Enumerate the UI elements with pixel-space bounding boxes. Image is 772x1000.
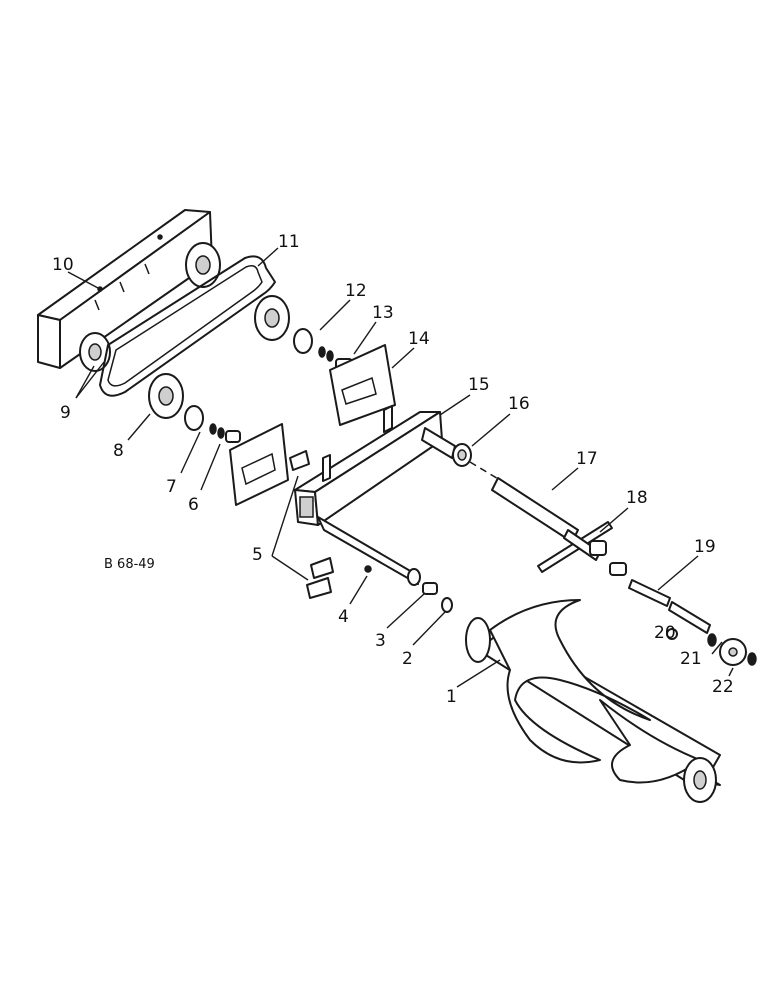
- part-4-pin: [364, 565, 372, 573]
- callout-2: 2: [402, 649, 413, 669]
- belt-upper-pulley: [254, 295, 290, 341]
- part-3-bushing: [422, 582, 438, 595]
- callout-9: 9: [60, 403, 71, 423]
- part-6-washers: [209, 423, 241, 443]
- callout-13: 13: [372, 303, 394, 323]
- callout-1: 1: [446, 687, 457, 707]
- lower-shaft: [317, 516, 421, 586]
- part-11-belt: [99, 255, 276, 397]
- figure-code: B 68-49: [104, 557, 155, 572]
- callout-10: 10: [52, 255, 74, 275]
- callout-11: 11: [278, 232, 300, 252]
- housing-lower-pulley: [79, 332, 111, 372]
- callout-19: 19: [694, 537, 716, 557]
- part-10-housing: [37, 209, 213, 369]
- callout-12: 12: [345, 281, 367, 301]
- callout-7: 7: [166, 477, 177, 497]
- mounting-plate: [229, 423, 289, 506]
- callout-17: 17: [576, 449, 598, 469]
- callout-20: 20: [654, 623, 676, 643]
- part-21-washer: [707, 633, 717, 647]
- leader-lines: [67, 247, 734, 688]
- callout-16: 16: [508, 394, 530, 414]
- callout-21: 21: [680, 649, 702, 669]
- callout-6: 6: [188, 495, 199, 515]
- part-5-upper-plate: [289, 450, 310, 471]
- part-2-washer: [441, 597, 453, 613]
- part-20-key: [666, 628, 678, 640]
- callout-5: 5: [252, 545, 263, 565]
- part-18-bracket: [537, 521, 613, 573]
- part-16-collar: [452, 443, 472, 467]
- callout-8: 8: [113, 441, 124, 461]
- part-17-shaft: [491, 477, 579, 543]
- part-7-hub: [184, 405, 204, 431]
- upper-shaft-stub: [421, 427, 456, 459]
- callout-15: 15: [468, 375, 490, 395]
- part-19-shaft: [609, 562, 711, 634]
- part-14-plate: [329, 344, 396, 426]
- part-15-frame-tube: [294, 405, 443, 526]
- part-1-auger: [465, 599, 721, 803]
- callout-18: 18: [626, 488, 648, 508]
- part-12-hub: [293, 328, 334, 362]
- housing-upper-pulley: [185, 242, 221, 288]
- callout-14: 14: [408, 329, 430, 349]
- part-5-lower-plates: [306, 557, 334, 599]
- callout-3: 3: [375, 631, 386, 651]
- part-8-pulley: [148, 373, 184, 419]
- part-22-sprocket: [719, 638, 757, 666]
- callout-4: 4: [338, 607, 349, 627]
- callout-22: 22: [712, 677, 734, 697]
